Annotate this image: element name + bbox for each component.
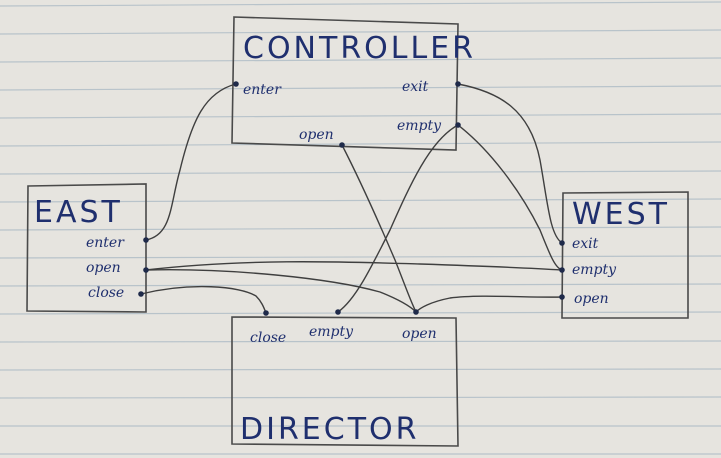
port-dots: [138, 81, 565, 316]
director-open-label: open: [402, 326, 437, 342]
controller-open-port: [339, 142, 345, 148]
west-open-port: [559, 294, 565, 300]
controller-enter-label: enter: [243, 82, 282, 98]
west-empty-port: [559, 267, 565, 273]
controller-open-label: open: [299, 127, 334, 143]
east-close-label: close: [88, 285, 124, 301]
director-close-label: close: [250, 330, 286, 346]
west-block: [561, 191, 689, 319]
east-block: [26, 183, 147, 313]
wire-controller-exit-west-exit: [457, 83, 563, 244]
director-close-port: [263, 310, 269, 316]
west-title: WEST: [572, 197, 670, 232]
east-close-port: [138, 291, 144, 297]
controller-enter-port: [233, 81, 239, 87]
west-open-label: open: [574, 291, 609, 307]
director-empty-port: [335, 309, 341, 315]
wire-east-close-director-close: [140, 285, 267, 314]
east-enter-label: enter: [86, 235, 125, 251]
wire-east-open-director-open: [145, 269, 417, 313]
west-empty-label: empty: [572, 262, 617, 278]
director-title: DIRECTOR: [240, 412, 419, 447]
director-block: [231, 316, 459, 447]
controller-exit-label: exit: [402, 79, 429, 95]
wire-west-open-director-open: [415, 295, 563, 313]
wire-east-open-west-empty: [145, 261, 563, 271]
controller-empty-label: empty: [397, 118, 442, 134]
wire-controller-empty-west-empty: [457, 124, 563, 271]
wire-controller-enter-east-enter: [145, 83, 237, 241]
wire-controller-open-director-open: [341, 144, 417, 313]
connection-wires: [140, 83, 563, 314]
director-open-port: [413, 309, 419, 315]
west-exit-label: exit: [572, 236, 599, 252]
wire-controller-empty-director-empty: [337, 124, 459, 313]
east-open-port: [143, 267, 149, 273]
west-exit-port: [559, 240, 565, 246]
director-empty-label: empty: [309, 324, 354, 340]
controller-title: CONTROLLER: [243, 31, 476, 66]
east-enter-port: [143, 237, 149, 243]
controller-empty-port: [455, 122, 461, 128]
controller-block: [231, 16, 459, 151]
controller-exit-port: [455, 81, 461, 87]
east-open-label: open: [86, 260, 121, 276]
east-title: EAST: [34, 195, 123, 230]
